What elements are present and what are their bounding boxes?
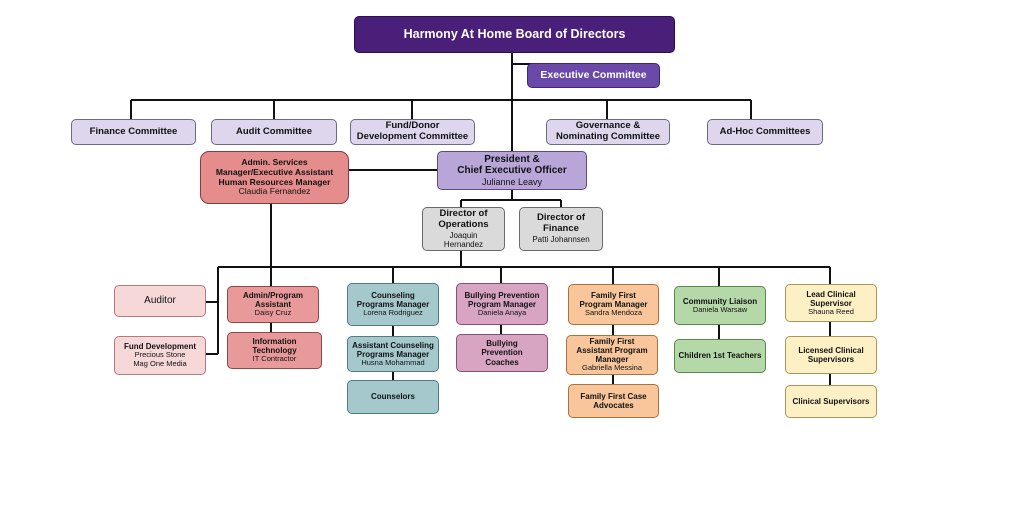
bullying-prevention-manager-name: Daniela Anaya	[477, 307, 527, 317]
family-first-case-advocates-box: Family First Case Advocates	[568, 384, 659, 418]
community-liaison-title: Community Liaison	[682, 296, 758, 306]
president-ceo-box: President & Chief Executive Officer Juli…	[437, 151, 587, 190]
executive-committee-title: Executive Committee	[540, 69, 647, 82]
fund-development-title: Fund Development	[123, 342, 196, 352]
ad-hoc-committees-title: Ad-Hoc Committees	[719, 125, 811, 137]
family-first-manager-box: Family First Program Manager Sandra Mend…	[568, 284, 659, 325]
assistant-counseling-manager-name: Husna Mohammad	[361, 357, 425, 367]
fund-development-name: Precious Stone Mag One Media	[133, 350, 187, 369]
assistant-counseling-manager-box: Assistant Counseling Programs Manager Hu…	[347, 336, 439, 372]
children-teachers-title: Children 1st Teachers	[678, 351, 762, 361]
governance-committee-box: Governance & Nominating Committee	[546, 119, 670, 145]
bullying-prevention-coaches-title: Bullying Prevention Coaches	[481, 339, 523, 367]
clinical-supervisors-title: Clinical Supervisors	[792, 396, 870, 406]
fund-donor-committee-title: Fund/Donor Development Committee	[356, 120, 469, 142]
lead-clinical-supervisor-name: Shauna Reed	[808, 306, 854, 316]
information-technology-title: Information Technology	[252, 337, 297, 356]
finance-committee-box: Finance Committee	[71, 119, 196, 145]
director-finance-box: Director of Finance Patti Johannsen	[519, 207, 603, 251]
family-first-assistant-manager-name: Gabriella Messina	[581, 363, 643, 373]
ad-hoc-committees-box: Ad-Hoc Committees	[707, 119, 823, 145]
fund-donor-committee-box: Fund/Donor Development Committee	[350, 119, 475, 145]
lead-clinical-supervisor-box: Lead Clinical Supervisor Shauna Reed	[785, 284, 877, 322]
board-of-directors-box: Harmony At Home Board of Directors	[354, 16, 675, 53]
family-first-case-advocates-title: Family First Case Advocates	[580, 391, 647, 410]
executive-committee-box: Executive Committee	[527, 63, 660, 88]
admin-services-title: Admin. Services Manager/Executive Assist…	[215, 156, 334, 187]
lead-clinical-supervisor-title: Lead Clinical Supervisor	[806, 289, 856, 308]
audit-committee-title: Audit Committee	[236, 125, 312, 137]
director-operations-name: Joaquin Hernandez	[443, 230, 484, 249]
auditor-title: Auditor	[144, 295, 176, 307]
admin-program-assistant-box: Admin/Program Assistant Daisy Cruz	[227, 286, 319, 323]
counselors-box: Counselors	[347, 380, 439, 414]
governance-committee-title: Governance & Nominating Committee	[556, 120, 660, 142]
president-title: President & Chief Executive Officer	[457, 153, 567, 177]
counseling-manager-title: Counseling Programs Manager	[356, 291, 430, 310]
counseling-manager-box: Counseling Programs Manager Lorena Rodri…	[347, 283, 439, 326]
board-title: Harmony At Home Board of Directors	[403, 27, 626, 42]
information-technology-box: Information Technology IT Contractor	[227, 332, 322, 369]
admin-services-box: Admin. Services Manager/Executive Assist…	[200, 151, 349, 204]
information-technology-name: IT Contractor	[252, 354, 297, 364]
counselors-title: Counselors	[370, 392, 415, 402]
licensed-clinical-supervisors-box: Licensed Clinical Supervisors	[785, 336, 877, 374]
clinical-supervisors-box: Clinical Supervisors	[785, 385, 877, 418]
audit-committee-box: Audit Committee	[211, 119, 337, 145]
community-liaison-box: Community Liaison Daniela Warsaw	[674, 286, 766, 325]
family-first-assistant-manager-title: Family First Assistant Program Manager	[576, 336, 648, 365]
counseling-manager-name: Lorena Rodriguez	[363, 308, 423, 318]
family-first-manager-name: Sandra Mendoza	[584, 308, 643, 318]
director-finance-title: Director of Finance	[536, 212, 586, 235]
bullying-prevention-manager-box: Bullying Prevention Program Manager Dani…	[456, 283, 548, 325]
assistant-counseling-manager-title: Assistant Counseling Programs Manager	[352, 340, 434, 359]
admin-program-assistant-title: Admin/Program Assistant	[242, 291, 303, 310]
admin-program-assistant-name: Daisy Cruz	[254, 308, 292, 318]
auditor-box: Auditor	[114, 285, 206, 317]
children-teachers-box: Children 1st Teachers	[674, 339, 766, 373]
director-operations-title: Director of Operations	[438, 207, 489, 230]
president-name: Julianne Leavy	[481, 176, 543, 187]
bullying-prevention-manager-title: Bullying Prevention Program Manager	[464, 290, 540, 309]
fund-development-box: Fund Development Precious Stone Mag One …	[114, 336, 206, 375]
director-operations-box: Director of Operations Joaquin Hernandez	[422, 207, 505, 251]
community-liaison-name: Daniela Warsaw	[692, 304, 748, 314]
director-finance-name: Patti Johannsen	[532, 235, 590, 245]
family-first-assistant-manager-box: Family First Assistant Program Manager G…	[566, 335, 658, 375]
finance-committee-title: Finance Committee	[89, 125, 178, 137]
licensed-clinical-supervisors-title: Licensed Clinical Supervisors	[798, 345, 864, 364]
bullying-prevention-coaches-box: Bullying Prevention Coaches	[456, 334, 548, 372]
admin-services-name: Claudia Fernandez	[238, 186, 311, 197]
family-first-manager-title: Family First Program Manager	[579, 291, 648, 310]
